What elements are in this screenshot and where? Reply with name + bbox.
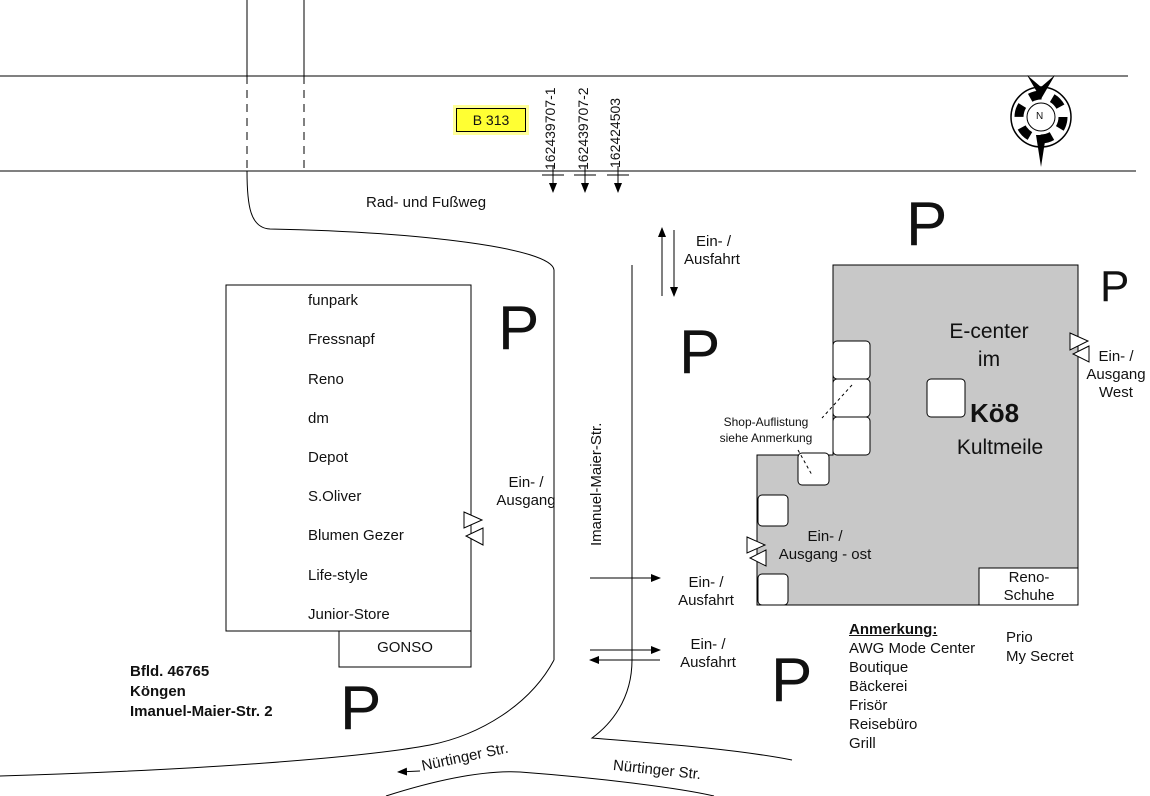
entrance-mid-line1: Ein- / (688, 574, 724, 591)
address-block: Bfld. 46765 Köngen Imanuel-Maier-Str. 2 (130, 662, 273, 722)
imanuel-street-label: Imanuel-Maier-Str. (588, 422, 605, 546)
entrance-bottom-line2: Ausfahrt (680, 654, 736, 671)
shop-blumen-gezer: Blumen Gezer (308, 527, 404, 544)
shop-gonso: GONSO (377, 639, 433, 656)
shop-note-leader-1 (821, 384, 853, 419)
shop-note-callout: Shop-Auflistung siehe Anmerkung (706, 414, 826, 446)
shop-soliver: S.Oliver (308, 488, 362, 505)
entrance-top-line2: Ausfahrt (684, 251, 740, 268)
note-item: Frisör (849, 697, 888, 714)
west-entrance-line3: West (1099, 384, 1133, 401)
ecenter-brand: Kö8 (970, 398, 1020, 428)
reno-line2: Schuhe (1003, 587, 1055, 604)
address-line1: Bfld. 46765 (130, 663, 210, 680)
ecenter-line4: Kultmeile (956, 436, 1044, 459)
west-entrance-line1: Ein- / (1098, 348, 1134, 365)
left-building (225, 284, 472, 632)
left-entrance-line1: Ein- / (508, 474, 544, 491)
entrance-top-line1: Ein- / (696, 233, 732, 250)
note-block-right: Prio My Secret (1006, 628, 1074, 666)
compass-icon (1010, 75, 1072, 167)
southern-road-edge (0, 659, 555, 777)
shop-fressnapf: Fressnapf (308, 331, 375, 348)
bike-path-label: Rad- und Fußweg (366, 194, 487, 211)
shop-note-line1: Shop-Auflistung (723, 415, 809, 429)
parking-symbol-center: P (679, 318, 721, 387)
ecenter-west-door-icon (1069, 332, 1090, 363)
ecenter-east-entrance-label: Ein- / Ausgang - ost (770, 528, 880, 564)
note-item: AWG Mode Center (849, 640, 976, 657)
reno-schuhe-box (978, 567, 1079, 606)
note-item: My Secret (1006, 648, 1074, 665)
parking-symbol-southwest: P (340, 674, 382, 743)
address-line2: Köngen (130, 683, 186, 700)
shop-depot: Depot (308, 449, 349, 466)
entrance-bottom-line1: Ein- / (690, 636, 726, 653)
reno-schuhe-label: Reno- Schuhe (984, 569, 1074, 605)
counter-label-3: 162424503 (607, 97, 623, 168)
nuertinger-arrow (397, 767, 421, 776)
shop-note-leader-2 (797, 449, 813, 476)
shop-funpark: funpark (308, 292, 359, 309)
ecenter-line2: im (977, 348, 1001, 371)
bike-path-edge (246, 170, 555, 660)
left-entrance-line2: Ausgang (496, 492, 556, 509)
imanuel-street-edge (590, 265, 793, 761)
parking-symbol-southeast: P (771, 646, 813, 715)
ecenter-west-entrance-label: Ein- / Ausgang West (1082, 348, 1150, 402)
note-item: Grill (849, 735, 876, 752)
shop-dm: dm (308, 410, 329, 427)
west-entrance-line2: Ausgang (1086, 366, 1146, 383)
compass-label: N (1036, 111, 1044, 122)
note-title: Anmerkung: (849, 621, 938, 638)
counter-label-2: 162439707-2 (575, 87, 591, 170)
note-item: Prio (1006, 629, 1033, 646)
ecenter-line1: E-center (949, 320, 1029, 343)
east-entrance-line1: Ein- / (807, 528, 843, 545)
parking-symbol-northeast: P (1100, 262, 1130, 311)
entrance-mid-label: Ein- / Ausfahrt (670, 574, 742, 610)
shop-reno: Reno (308, 371, 344, 388)
left-entrance-label: Ein- / Ausgang (488, 474, 564, 510)
counter-label-1: 162439707-1 (542, 87, 558, 170)
entrance-mid-line2: Ausfahrt (678, 592, 734, 609)
reno-line1: Reno- (1008, 569, 1050, 586)
shop-junior-store: Junior-Store (308, 606, 390, 623)
ecenter-east-door-icon (746, 536, 767, 567)
note-item: Boutique (849, 659, 909, 676)
entrance-bottom-label: Ein- / Ausfahrt (672, 636, 744, 672)
note-item: Reisebüro (849, 716, 918, 733)
shop-life-style: Life-style (308, 567, 369, 584)
gonso-box (338, 630, 472, 668)
parking-symbol-north: P (906, 190, 948, 259)
counter-arrows (542, 166, 629, 193)
parking-symbol-west: P (498, 294, 540, 363)
b313-sign: B 313 (456, 108, 526, 132)
shop-note-line2: siehe Anmerkung (719, 431, 813, 445)
left-building-door-icon (463, 511, 484, 546)
nuertinger-street-edge (385, 771, 715, 796)
note-block: Anmerkung: AWG Mode Center Boutique Bäck… (849, 620, 975, 753)
ecenter-title: E-center im (930, 318, 1048, 374)
address-line3: Imanuel-Maier-Str. 2 (130, 703, 273, 720)
note-item: Bäckerei (849, 678, 908, 695)
east-entrance-line2: Ausgang - ost (778, 546, 872, 563)
shop-units (757, 340, 966, 606)
entrance-top-label: Ein- / Ausfahrt (684, 233, 740, 269)
